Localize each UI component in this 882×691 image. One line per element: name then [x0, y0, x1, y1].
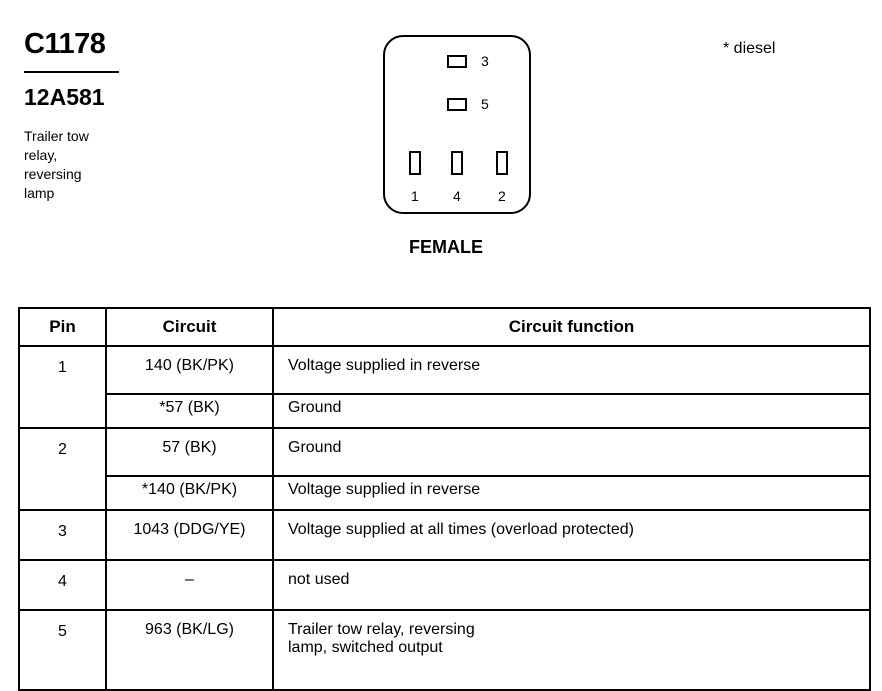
table-row: 1 140 (BK/PK) Voltage supplied in revers…: [18, 345, 871, 429]
connector-gender: FEMALE: [409, 237, 483, 257]
column-header-circuit-function: Circuit function: [272, 307, 871, 347]
pinout-table: Pin Circuit Circuit function 1 140 (BK/P…: [18, 307, 871, 691]
description-line: reversing: [24, 166, 82, 182]
description-line: relay,: [24, 147, 58, 163]
function-cell: Ground: [272, 427, 871, 477]
pin-cell: 4: [18, 559, 107, 611]
pin-slot-3: [447, 55, 467, 68]
title-underline: [24, 71, 119, 73]
table-row: 2 57 (BK) Ground: [18, 427, 871, 511]
description-line: lamp: [24, 185, 55, 201]
pin-slot-4: [451, 151, 463, 175]
circuit-cell: *140 (BK/PK): [105, 475, 274, 511]
function-cell: Ground: [272, 393, 871, 429]
pin-slot-2: [496, 151, 508, 175]
circuit-cell: –: [105, 559, 274, 611]
pin-cell: 3: [18, 509, 107, 561]
circuit-cell: 963 (BK/LG): [105, 609, 274, 691]
table-row: 4 – not used: [18, 559, 871, 611]
column-header-pin: Pin: [18, 307, 107, 347]
pin-slot-1: [409, 151, 421, 175]
circuit-cell: 1043 (DDG/YE): [105, 509, 274, 561]
function-cell: Voltage supplied at all times (overload …: [272, 509, 871, 561]
function-cell: Voltage supplied in reverse: [272, 475, 871, 511]
function-line: Trailer tow relay, reversing: [288, 621, 475, 638]
connector-description: Trailer tow relay, reversing lamp: [24, 127, 134, 203]
table-row: *140 (BK/PK) Voltage supplied in reverse: [19, 475, 871, 511]
function-cell: not used: [272, 559, 871, 611]
pin-cell: 1: [18, 345, 107, 429]
connector-face-diagram: 3 5 1 4 2: [383, 35, 531, 214]
pin-label-2: 2: [498, 188, 506, 204]
pin-label-4: 4: [453, 188, 461, 204]
function-line: lamp, switched output: [288, 639, 443, 656]
description-line: Trailer tow: [24, 128, 89, 144]
pin-label-1: 1: [411, 188, 419, 204]
table-row: 3 1043 (DDG/YE) Voltage supplied at all …: [18, 509, 871, 561]
pin-slot-5: [447, 98, 467, 111]
circuit-cell: 140 (BK/PK): [105, 345, 274, 395]
table-row: *57 (BK) Ground: [19, 393, 871, 429]
part-number: 12A581: [24, 84, 105, 110]
diesel-note: * diesel: [723, 40, 776, 57]
column-header-circuit: Circuit: [105, 307, 274, 347]
circuit-cell: 57 (BK): [105, 427, 274, 477]
table-row: 5 963 (BK/LG) Trailer tow relay, reversi…: [18, 609, 871, 691]
pin-cell: 5: [18, 609, 107, 691]
circuit-cell: *57 (BK): [105, 393, 274, 429]
function-cell: Voltage supplied in reverse: [272, 345, 871, 395]
table-header-row: Pin Circuit Circuit function: [18, 307, 871, 347]
pin-label-5: 5: [481, 96, 489, 112]
pin-cell: 2: [18, 427, 107, 511]
function-cell: Trailer tow relay, reversing lamp, switc…: [272, 609, 871, 691]
connector-code: C1178: [24, 28, 106, 60]
pin-label-3: 3: [481, 53, 489, 69]
